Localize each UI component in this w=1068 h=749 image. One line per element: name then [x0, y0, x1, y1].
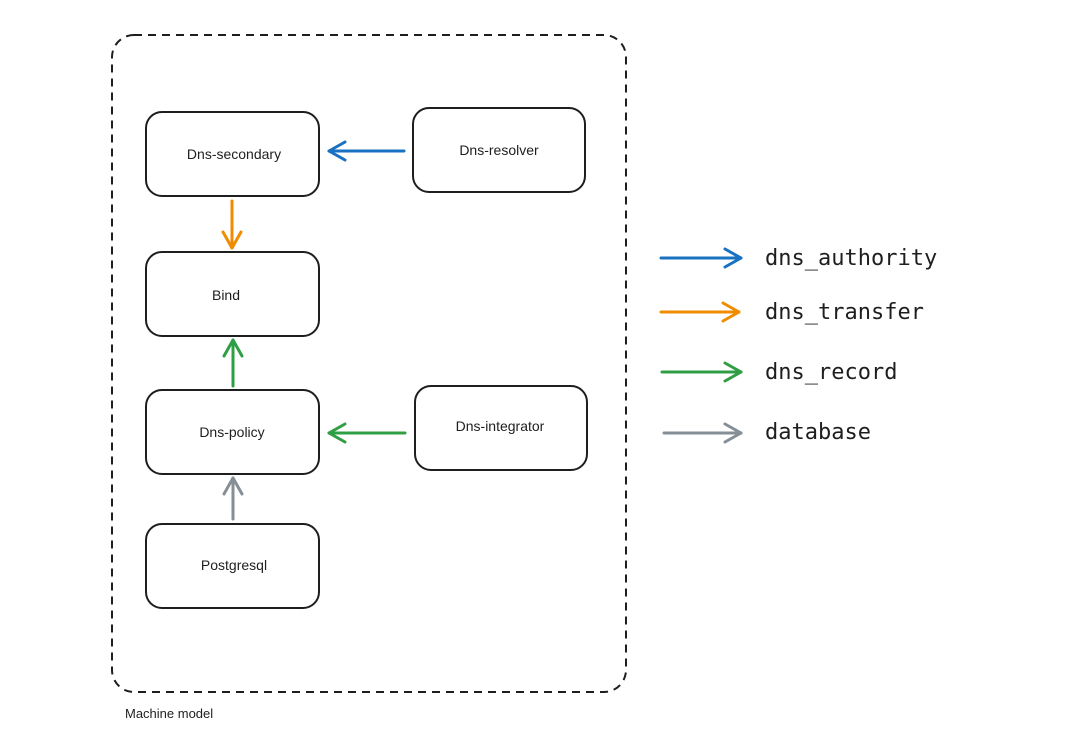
edge-dns-integrator-to-dns-policy — [327, 422, 407, 444]
machine-model-frame — [111, 34, 627, 693]
legend-label-dns-authority: dns_authority — [765, 246, 937, 271]
legend: dns_authority dns_transfer dns_record da… — [659, 246, 937, 445]
node-dns-resolver-label: Dns-resolver — [459, 142, 539, 158]
edge-dns-policy-to-bind — [222, 338, 244, 388]
legend-item-dns-transfer: dns_transfer — [659, 300, 924, 325]
node-bind[interactable]: Bind — [145, 251, 320, 337]
legend-item-dns-record: dns_record — [660, 360, 897, 385]
node-dns-integrator[interactable]: Dns-integrator — [414, 385, 588, 471]
legend-label-database: database — [765, 420, 871, 445]
node-bind-label: Bind — [212, 287, 240, 303]
node-dns-policy-label: Dns-policy — [199, 424, 264, 440]
node-dns-resolver[interactable]: Dns-resolver — [412, 107, 586, 193]
node-dns-integrator-label: Dns-integrator — [456, 418, 545, 434]
legend-item-database: database — [662, 420, 871, 445]
legend-item-dns-authority: dns_authority — [659, 246, 937, 271]
legend-label-dns-transfer: dns_transfer — [765, 300, 924, 325]
node-postgresql[interactable]: Postgresql — [145, 523, 320, 609]
node-dns-policy[interactable]: Dns-policy — [145, 389, 320, 475]
node-dns-secondary[interactable]: Dns-secondary — [145, 111, 320, 197]
edge-postgresql-to-dns-policy — [222, 476, 244, 521]
edge-dns-secondary-to-bind — [221, 199, 243, 250]
node-dns-secondary-label: Dns-secondary — [187, 146, 281, 162]
machine-model-label: Machine model — [125, 706, 213, 721]
node-postgresql-label: Postgresql — [201, 557, 267, 573]
legend-label-dns-record: dns_record — [765, 360, 897, 385]
edge-dns-resolver-to-dns-secondary — [327, 140, 406, 162]
